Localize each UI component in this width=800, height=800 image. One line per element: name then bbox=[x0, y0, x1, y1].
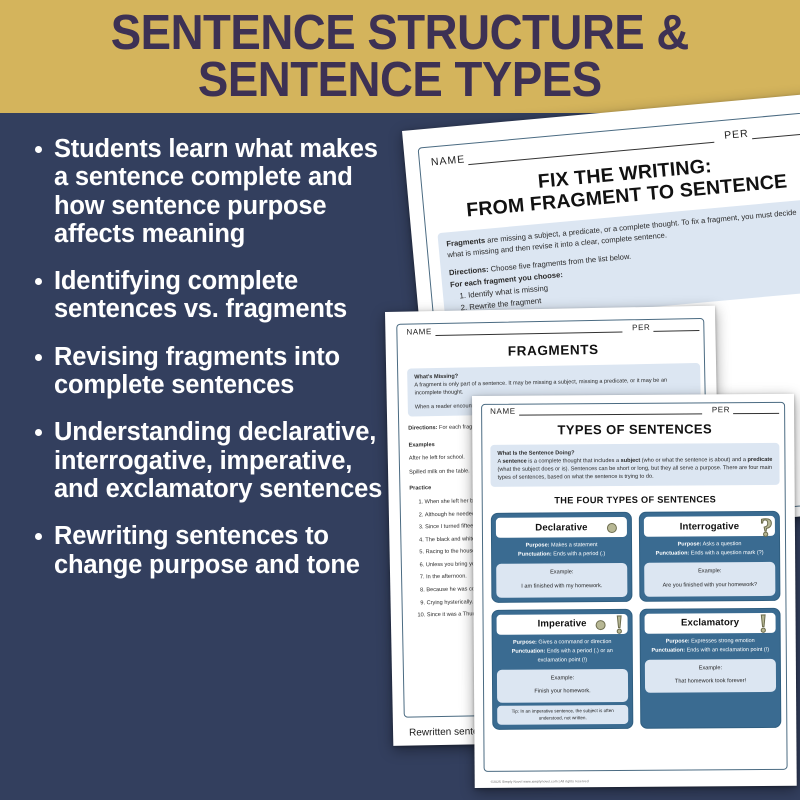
card-header: Exclamatory ! bbox=[644, 608, 776, 638]
list-item: Revising fragments into complete sentenc… bbox=[26, 343, 398, 400]
name-label: NAME bbox=[406, 327, 432, 337]
name-per-line: NAME PER bbox=[490, 405, 780, 416]
card-declarative: Declarative Purpose: Makes a statement P… bbox=[490, 512, 633, 603]
info-body: A sentence is a complete thought that in… bbox=[497, 456, 772, 482]
example-text: Finish your homework. bbox=[534, 688, 591, 695]
card-header: Declarative bbox=[495, 517, 627, 539]
card-meta: Purpose: Gives a command or direction Pu… bbox=[497, 634, 628, 670]
period-dot-icon bbox=[595, 619, 606, 630]
feature-bullet-list: Students learn what makes a sentence com… bbox=[26, 135, 398, 598]
card-example: Example: Finish your homework. bbox=[496, 668, 629, 703]
bullet-dot-icon bbox=[35, 146, 42, 153]
bullet-dot-icon bbox=[35, 429, 42, 437]
bullet-text: Students learn what makes a sentence com… bbox=[54, 135, 378, 248]
purpose-label: Purpose: bbox=[677, 541, 702, 549]
name-write-line bbox=[518, 406, 702, 416]
punctuation-label: Punctuation: bbox=[511, 648, 546, 655]
card-title: Imperative bbox=[537, 618, 587, 630]
info-part: (what the subject does or is). Sentences… bbox=[497, 465, 772, 482]
card-title: Exclamatory bbox=[680, 617, 740, 629]
name-label: NAME bbox=[490, 406, 516, 416]
name-label: NAME bbox=[430, 153, 466, 169]
term-subject: subject bbox=[620, 457, 641, 465]
card-tip: Tip: In an imperative sentence, the subj… bbox=[497, 705, 629, 725]
list-item: Identifying complete sentences vs. fragm… bbox=[26, 267, 398, 324]
card-title: Declarative bbox=[535, 522, 588, 534]
card-header: Imperative ! bbox=[496, 609, 628, 639]
bullet-dot-icon bbox=[35, 353, 42, 361]
card-header: Interrogative ? bbox=[643, 513, 775, 543]
directions-label: Directions: bbox=[408, 425, 438, 433]
card-exclamatory: Exclamatory ! Purpose: Expresses strong … bbox=[639, 607, 782, 729]
page-title: SENTENCE STRUCTURE & SENTENCE TYPES bbox=[110, 5, 690, 107]
info-part: is a complete thought that includes a bbox=[526, 458, 621, 465]
per-write-line bbox=[751, 125, 800, 140]
per-write-line bbox=[653, 322, 700, 332]
per-label: PER bbox=[711, 405, 731, 415]
purpose-label: Purpose: bbox=[512, 639, 537, 646]
card-title: Interrogative bbox=[679, 521, 740, 533]
punctuation-text: Ends with a question mark (?) bbox=[689, 550, 764, 557]
card-meta: Purpose: Asks a question Punctuation: En… bbox=[644, 536, 775, 563]
card-meta: Purpose: Makes a statement Punctuation: … bbox=[496, 537, 627, 564]
purpose-label: Purpose: bbox=[665, 638, 690, 645]
card-example: Example: I am finished with my homework. bbox=[496, 563, 628, 598]
sentence-definition-box: What Is the Sentence Doing? A sentence i… bbox=[490, 442, 780, 488]
card-meta: Purpose: Expresses strong emotion Punctu… bbox=[645, 633, 776, 660]
example-text: I am finished with my homework. bbox=[521, 583, 603, 590]
card-interrogative: Interrogative ? Purpose: Asks a question… bbox=[638, 511, 781, 602]
punctuation-text: Ends with an exclamation point (!) bbox=[685, 646, 770, 654]
bullet-text: Identifying complete sentences vs. fragm… bbox=[54, 267, 348, 324]
period-dot-icon bbox=[606, 523, 617, 534]
example-text: That homework took forever! bbox=[674, 678, 747, 685]
bullet-text: Understanding declarative, interrogative… bbox=[54, 418, 383, 503]
intro-keyword: Fragments bbox=[445, 235, 486, 249]
per-write-line bbox=[733, 405, 780, 415]
list-item: Students learn what makes a sentence com… bbox=[26, 135, 398, 248]
worksheet-types-of-sentences: NAME PER TYPES OF SENTENCES What Is the … bbox=[472, 393, 797, 788]
purpose-label: Purpose: bbox=[525, 542, 550, 550]
purpose-text: Expresses strong emotion bbox=[689, 637, 755, 645]
list-item: Understanding declarative, interrogative… bbox=[26, 418, 398, 503]
bullet-dot-icon bbox=[35, 533, 42, 541]
header-banner: SENTENCE STRUCTURE & SENTENCE TYPES bbox=[0, 0, 800, 113]
term-predicate: predicate bbox=[747, 457, 773, 464]
card-imperative: Imperative ! Purpose: Gives a command or… bbox=[491, 608, 634, 730]
sentence-type-card-grid: Declarative Purpose: Makes a statement P… bbox=[490, 511, 782, 730]
per-label: PER bbox=[632, 322, 651, 333]
purpose-text: Gives a command or direction bbox=[536, 638, 612, 646]
bullet-text: Revising fragments into complete sentenc… bbox=[54, 342, 340, 400]
term-sentence: sentence bbox=[502, 458, 527, 465]
per-label: PER bbox=[723, 127, 750, 142]
bullet-text: Rewriting sentences to change purpose an… bbox=[54, 522, 360, 579]
copyright-footnote: ©2025 Simply Novel www.simplynovel.com |… bbox=[490, 779, 589, 784]
worksheet-title: FRAGMENTS bbox=[507, 341, 599, 359]
info-part: (who or what the sentence is about) and … bbox=[640, 457, 748, 464]
card-example: Example: Are you finished with your home… bbox=[644, 562, 776, 597]
punctuation-label: Punctuation: bbox=[518, 551, 552, 559]
punctuation-text: Ends with a period (.) bbox=[551, 551, 606, 558]
punctuation-label: Punctuation: bbox=[651, 647, 686, 654]
example-text: Are you finished with your homework? bbox=[662, 582, 758, 589]
purpose-text: Asks a question bbox=[701, 541, 742, 548]
four-types-heading: THE FOUR TYPES OF SENTENCES bbox=[554, 494, 717, 506]
bullet-dot-icon bbox=[35, 278, 42, 286]
card-example: Example: That homework took forever! bbox=[644, 658, 777, 693]
punctuation-label: Punctuation: bbox=[655, 550, 690, 558]
purpose-text: Makes a statement bbox=[549, 542, 598, 549]
worksheet-title: TYPES OF SENTENCES bbox=[557, 421, 713, 438]
name-write-line bbox=[434, 324, 623, 337]
punctuation-text: Ends with a period (.) or an exclamation… bbox=[537, 647, 613, 664]
list-item: Rewriting sentences to change purpose an… bbox=[26, 522, 398, 579]
